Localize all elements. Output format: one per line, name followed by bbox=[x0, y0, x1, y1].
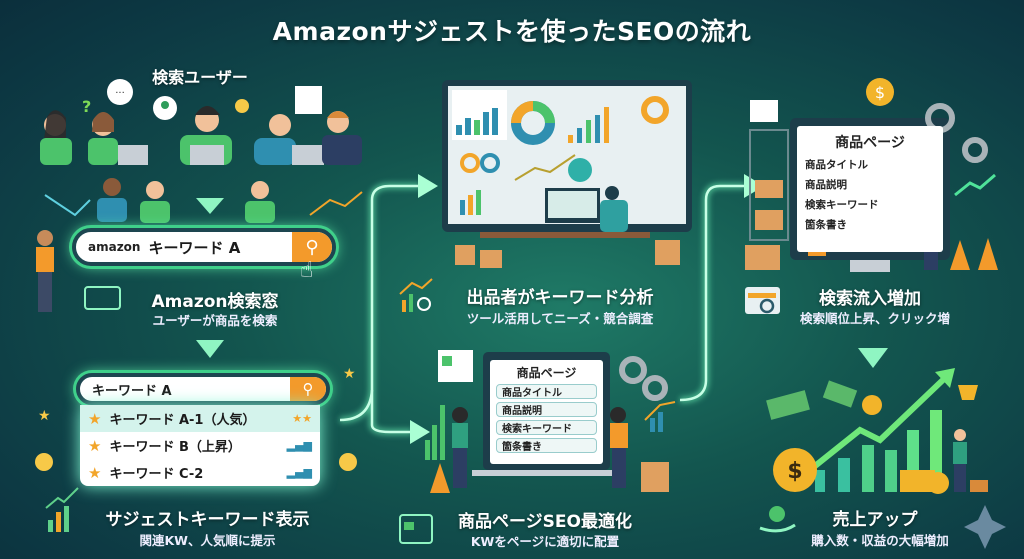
search-icon[interactable]: ⚲ bbox=[290, 377, 326, 401]
field-product-description: 商品説明 bbox=[805, 179, 847, 191]
search-input-value: キーワード A bbox=[148, 238, 241, 257]
svg-text:?: ? bbox=[82, 97, 91, 116]
field-search-keywords: 検索キーワード bbox=[805, 199, 879, 211]
analysis-icon bbox=[399, 278, 433, 312]
svg-text:$: $ bbox=[875, 83, 885, 102]
sales-growth-illustration: $ bbox=[766, 368, 1006, 549]
product-page-title: 商品ページ bbox=[516, 366, 577, 380]
field-search-keywords: 検索キーワード bbox=[496, 420, 597, 435]
step-seo-sub: KWをページに適切に配置 bbox=[470, 534, 620, 549]
svg-text:$: $ bbox=[787, 459, 802, 484]
money-hand-icon bbox=[759, 506, 796, 533]
field-product-title: 商品タイトル bbox=[805, 159, 868, 171]
suggestion-item[interactable]: ★キーワード C-2▂▄▆ bbox=[88, 463, 312, 483]
browser-click-icon bbox=[84, 286, 121, 310]
product-page-form-large: 商品ページ 商品タイトル 商品説明 検索キーワード 箇条書き bbox=[797, 126, 943, 252]
step-traffic-sub: 検索順位上昇、クリック増 bbox=[799, 311, 950, 326]
step-suggest-label: サジェストキーワード表示 bbox=[105, 510, 310, 530]
star-icon: ★ bbox=[88, 436, 102, 455]
rating-stars-icon: ★★ bbox=[292, 412, 312, 425]
suggest-search-box[interactable]: キーワード A ⚲ bbox=[76, 373, 330, 405]
step-analysis-sub: ツール活用してニーズ・競合調査 bbox=[466, 311, 654, 326]
amazon-logo: amazon bbox=[88, 240, 141, 254]
amazon-search-box[interactable]: amazon キーワード A ⚲ bbox=[72, 228, 336, 266]
stars: ★★ bbox=[38, 366, 356, 424]
step-traffic-label: 検索流入増加 bbox=[819, 289, 921, 309]
step-seo-label: 商品ページSEO最適化 bbox=[458, 512, 632, 532]
step-suggest-sub: 関連KW、人気順に提示 bbox=[139, 533, 276, 548]
step-sales-sub: 購入数・収益の大幅増加 bbox=[811, 533, 949, 548]
search-results-icon bbox=[745, 287, 780, 314]
lightbulb-icons bbox=[35, 453, 357, 471]
search-users-heading: 検索ユーザー bbox=[152, 68, 248, 87]
suggestion-item[interactable]: ★キーワード A-1（人気）★★ bbox=[80, 405, 320, 432]
trend-chart-icon: ▂▄▆ bbox=[286, 439, 312, 452]
trend-chart-icon: ▂▄▆ bbox=[286, 466, 312, 479]
bar-chart-icon bbox=[45, 487, 79, 532]
edit-page-icon bbox=[399, 514, 433, 544]
field-bullet-points: 箇条書き bbox=[496, 438, 597, 453]
down-arrows bbox=[196, 198, 888, 368]
suggestion-item[interactable]: ★キーワード B（上昇）▂▄▆ bbox=[88, 436, 312, 456]
page-title: Amazonサジェストを使ったSEOの流れ bbox=[272, 17, 752, 46]
users-illustration: ··· ? bbox=[36, 79, 363, 312]
field-bullet-points: 箇条書き bbox=[805, 219, 847, 231]
field-product-title: 商品タイトル bbox=[496, 384, 597, 399]
svg-text:···: ··· bbox=[115, 88, 125, 99]
product-page-title: 商品ページ bbox=[835, 135, 905, 151]
step-amazon-search-label: Amazon検索窓 bbox=[151, 292, 279, 312]
svg-text:★: ★ bbox=[343, 366, 356, 382]
suggest-search-value: キーワード A bbox=[92, 383, 172, 399]
step-sales-label: 売上アップ bbox=[832, 510, 918, 530]
suggestion-dropdown: ★キーワード A-1（人気）★★ ★キーワード B（上昇）▂▄▆ ★キーワード … bbox=[80, 405, 320, 486]
search-icon[interactable]: ⚲ bbox=[292, 232, 332, 262]
hand-pointer-icon: ☝ bbox=[300, 258, 314, 283]
svg-text:★: ★ bbox=[38, 408, 51, 424]
step-amazon-search-sub: ユーザーが商品を検索 bbox=[152, 313, 278, 328]
step-analysis-label: 出品者がキーワード分析 bbox=[466, 288, 654, 308]
analytics-dashboard-illustration bbox=[442, 80, 692, 268]
field-product-description: 商品説明 bbox=[496, 402, 597, 417]
star-icon: ★ bbox=[88, 463, 102, 482]
product-page-form: 商品ページ 商品タイトル 商品説明 検索キーワード 箇条書き bbox=[490, 360, 603, 464]
star-icon: ★ bbox=[88, 409, 102, 428]
